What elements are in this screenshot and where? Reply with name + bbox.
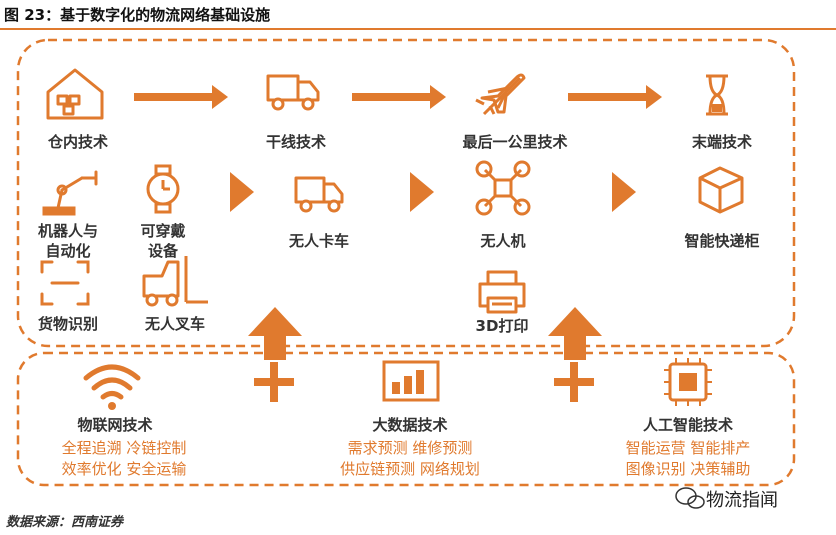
label-wearable-line2: 设备	[147, 242, 179, 260]
arrow-right-3	[568, 85, 662, 109]
unmanned-truck-icon	[294, 176, 344, 213]
figure-title: 图 23：基于数字化的物流网络基础设施	[4, 6, 271, 24]
iot-detail-line2: 效率优化 安全运输	[61, 460, 187, 478]
truck-icon	[266, 74, 320, 111]
label-warehouse-tech: 仓内技术	[47, 133, 109, 151]
title-divider	[0, 28, 836, 30]
label-last-mile-tech: 最后一公里技术	[462, 133, 568, 151]
label-ai-tech: 人工智能技术	[642, 416, 734, 434]
label-robot-line1: 机器人与	[37, 222, 99, 240]
triangle-arrow-2	[410, 172, 434, 212]
forklift-icon	[142, 256, 208, 307]
label-goods-id: 货物识别	[37, 315, 99, 333]
label-iot-tech: 物联网技术	[77, 416, 153, 434]
watch-icon	[146, 164, 180, 214]
big-data-detail-line2: 供应链预测 网络规划	[340, 460, 480, 478]
parcel-box-icon	[698, 166, 744, 214]
bar-chart-icon	[382, 360, 440, 402]
label-3d-printing: 3D打印	[475, 317, 529, 335]
drone-icon	[475, 160, 531, 216]
ai-detail-line2: 图像识别 决策辅助	[625, 460, 751, 478]
scan-icon	[40, 260, 90, 306]
label-robot-line2: 自动化	[45, 242, 91, 260]
wechat-icon	[675, 487, 705, 509]
label-big-data-tech: 大数据技术	[372, 416, 448, 434]
up-arrow-right	[548, 307, 602, 360]
upper-dashed-frame	[16, 38, 796, 348]
label-drone: 无人机	[480, 232, 526, 250]
hourglass-icon	[706, 74, 728, 116]
chip-icon	[664, 358, 712, 406]
watermark-text: 物流指闻	[706, 490, 778, 511]
triangle-arrow-1	[230, 172, 254, 212]
plus-icon-right	[554, 362, 594, 402]
iot-detail-line1: 全程追溯 冷链控制	[61, 439, 187, 457]
source-note: 数据来源：西南证券	[6, 515, 124, 530]
printer-icon	[478, 270, 526, 314]
big-data-detail-line1: 需求预测 维修预测	[347, 439, 473, 457]
lower-dashed-frame	[16, 351, 796, 487]
robot-arm-icon	[42, 170, 98, 216]
triangle-arrow-3	[612, 172, 636, 212]
label-forklift: 无人叉车	[144, 315, 206, 333]
arrow-right-2	[352, 85, 446, 109]
label-trunk-tech: 干线技术	[265, 133, 327, 151]
airplane-icon	[475, 73, 526, 116]
warehouse-icon	[46, 68, 104, 120]
label-smart-locker: 智能快递柜	[684, 232, 760, 250]
arrow-right-1	[134, 85, 228, 109]
ai-detail-line1: 智能运营 智能排产	[625, 439, 751, 457]
label-wearable-line1: 可穿戴	[140, 222, 186, 240]
up-arrow-left	[248, 307, 302, 360]
label-unmanned-truck: 无人卡车	[288, 232, 350, 250]
label-terminal-tech: 末端技术	[691, 133, 753, 151]
plus-icon-left	[254, 362, 294, 402]
wifi-icon	[83, 364, 141, 410]
